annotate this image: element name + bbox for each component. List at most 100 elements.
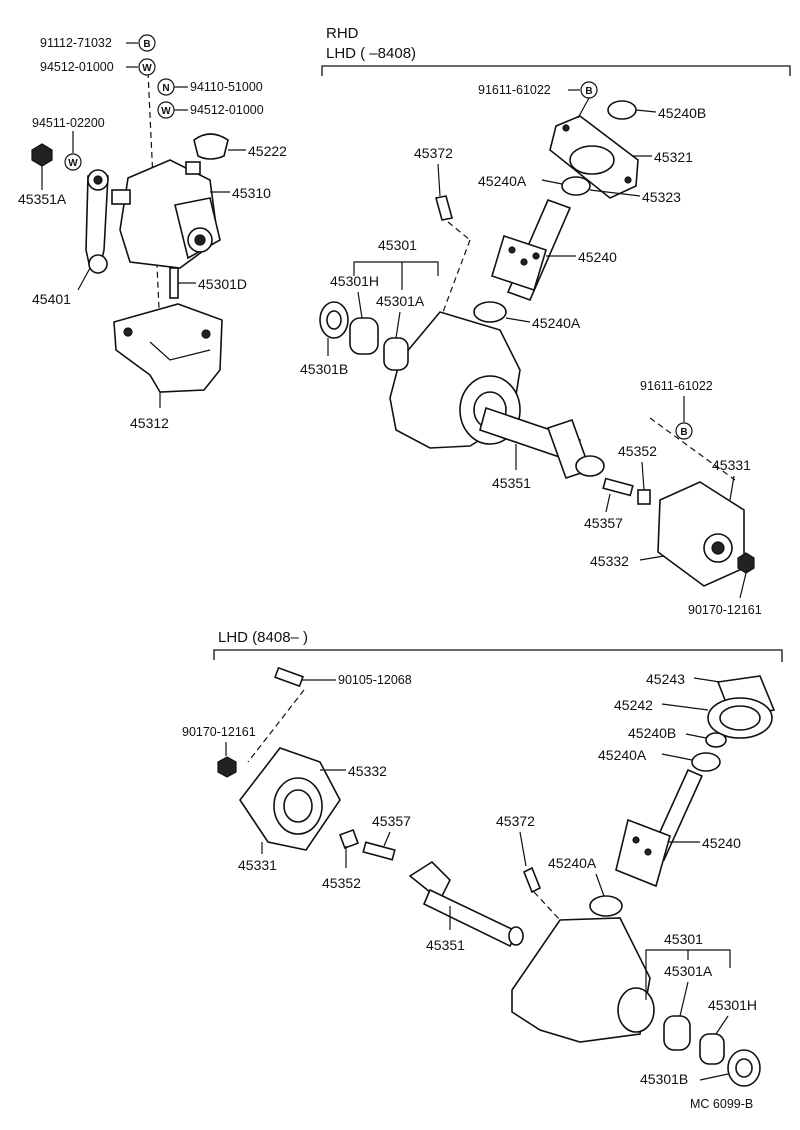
label-94511-02200: 94511-02200: [32, 116, 105, 130]
bearing-45240B-lower: [705, 732, 727, 748]
label-91112-71032: 91112-71032: [40, 36, 112, 50]
bushing-45301H: [349, 317, 379, 355]
header-rhd: RHD: [326, 25, 359, 42]
adjust-screw-45357: [602, 477, 634, 497]
sector-shaft-45351: [479, 406, 605, 480]
header-lhd-upper: LHD ( –8408): [326, 45, 416, 62]
left-labels: 91112-71032 B 94512-01000 W N 94110-5100…: [18, 34, 287, 431]
upper-labels: 91611-61022 B 45240B 45321 45372 45240A …: [300, 81, 762, 617]
washer-symbol: W: [64, 153, 82, 171]
label-45240A-lower-b: 45240A: [548, 855, 597, 871]
label-45331-lower: 45331: [238, 857, 277, 873]
bushing-45301H-lower: [699, 1033, 725, 1065]
label-90105-12068: 90105-12068: [338, 673, 412, 687]
svg-text:B: B: [143, 39, 150, 50]
lock-plate-45352-lower: [339, 829, 359, 849]
label-94512-01000-a: 94512-01000: [40, 60, 114, 74]
label-45301-lower: 45301: [664, 931, 703, 947]
lock-nut-45242: [707, 697, 773, 739]
upper-section-header: RHD LHD ( –8408): [321, 25, 791, 76]
label-91611-61022-b: 91611-61022: [640, 379, 713, 393]
svg-text:W: W: [142, 63, 152, 74]
label-45351-lower: 45351: [426, 937, 465, 953]
bolt-90105-12068: [274, 666, 304, 688]
label-94512-01000-b: 94512-01000: [190, 103, 264, 117]
lock-plate-45352: [637, 489, 651, 505]
cap-45222: [193, 133, 229, 160]
worm-shaft-45240-lower: [615, 768, 704, 888]
label-45321: 45321: [654, 149, 693, 165]
label-45301B-upper: 45301B: [300, 361, 348, 377]
label-45240B-lower: 45240B: [628, 725, 676, 741]
label-45312: 45312: [130, 415, 169, 431]
label-45240A-lower-a: 45240A: [598, 747, 647, 763]
nut-45351A: [31, 143, 53, 167]
svg-text:B: B: [585, 86, 592, 97]
label-45323: 45323: [642, 189, 681, 205]
label-45242: 45242: [614, 697, 653, 713]
label-45332-upper: 45332: [590, 553, 629, 569]
plug-45372-lower: [522, 866, 542, 894]
label-45331-upper: 45331: [712, 457, 751, 473]
label-45301A-upper: 45301A: [376, 293, 425, 309]
label-94110-51000: 94110-51000: [190, 80, 263, 94]
label-45240-upper: 45240: [578, 249, 617, 265]
nut-90170-12161-lower: [217, 756, 237, 778]
label-45351-upper: 45351: [492, 475, 531, 491]
nut-90170-12161-upper: [737, 552, 755, 574]
stud-45301D: [169, 267, 179, 299]
label-45357-upper: 45357: [584, 515, 623, 531]
diagram-code: MC 6099-B: [690, 1097, 753, 1111]
label-45372-upper: 45372: [414, 145, 453, 161]
label-45243: 45243: [646, 671, 685, 687]
label-45301H-upper: 45301H: [330, 273, 379, 289]
bushing-45301A-lower: [663, 1015, 691, 1051]
side-cover-45331-lower: [239, 747, 341, 851]
bearing-45240A-lower: [473, 301, 507, 323]
worm-shaft-45240: [491, 198, 572, 302]
label-45240-lower: 45240: [702, 835, 741, 851]
left-gear-assembly: W: [31, 71, 229, 393]
label-45240A-upper-b: 45240A: [532, 315, 581, 331]
label-45372-lower: 45372: [496, 813, 535, 829]
label-45401: 45401: [32, 291, 71, 307]
svg-text:N: N: [162, 83, 169, 94]
label-45332-lower: 45332: [348, 763, 387, 779]
label-45222: 45222: [248, 143, 287, 159]
header-lhd-lower: LHD (8408– ): [218, 629, 308, 646]
label-45301D: 45301D: [198, 276, 247, 292]
bearing-45240A-lower-a: [691, 752, 721, 772]
seal-45301B: [319, 301, 349, 339]
label-45301H-lower: 45301H: [708, 997, 757, 1013]
bushing-45301A: [383, 337, 409, 371]
adjust-screw-45357-lower: [362, 841, 396, 861]
cover-45321: [549, 115, 639, 199]
label-45240A-upper-a: 45240A: [478, 173, 527, 189]
label-45240B-upper: 45240B: [658, 105, 706, 121]
label-91611-61022-a: 91611-61022: [478, 83, 551, 97]
svg-text:B: B: [680, 427, 687, 438]
seal-45301B-lower: [727, 1049, 761, 1087]
seal-45323: [561, 176, 591, 196]
svg-text:W: W: [68, 158, 78, 169]
label-45351A: 45351A: [18, 191, 67, 207]
pitman-arm-45401: [85, 169, 109, 274]
gear-housing-45301-lower: [511, 917, 655, 1043]
lower-gear-assembly: [217, 666, 776, 1087]
plug-45372: [435, 195, 453, 221]
svg-text:W: W: [161, 106, 171, 117]
lower-section-header: LHD (8408– ): [213, 629, 783, 662]
label-45301B-lower: 45301B: [640, 1071, 688, 1087]
label-45301-upper: 45301: [378, 237, 417, 253]
gear-housing-45310: [111, 159, 221, 269]
label-45310: 45310: [232, 185, 271, 201]
label-45357-lower: 45357: [372, 813, 411, 829]
label-90170-12161-upper: 90170-12161: [688, 603, 762, 617]
label-45301A-lower: 45301A: [664, 963, 713, 979]
label-90170-12161-lower: 90170-12161: [182, 725, 256, 739]
bearing-45240A-lower-b: [589, 895, 623, 917]
upper-gear-assembly: [319, 100, 755, 587]
label-45352-upper: 45352: [618, 443, 657, 459]
label-45352-lower: 45352: [322, 875, 361, 891]
